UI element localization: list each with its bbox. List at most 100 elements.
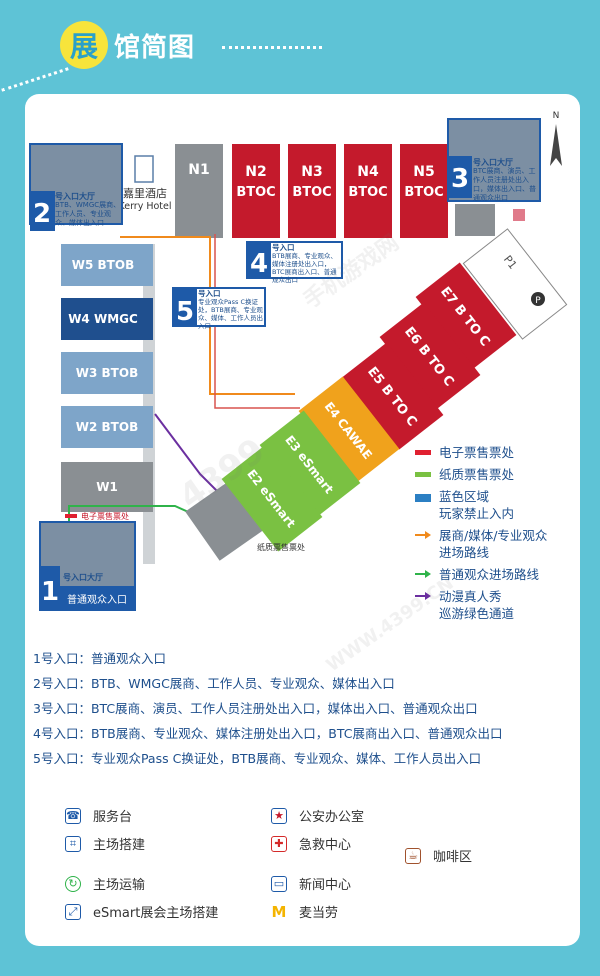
west-halls: W5 BTOB W4 WMGC W3 BTOB W2 BTOB W1 [61, 244, 153, 512]
hall-n2-label: N2 [245, 164, 266, 180]
compass: N [550, 111, 562, 166]
entrance-list-item: 1号入口：普通观众入口 [33, 651, 166, 666]
entrance-4-desc: BTB展商、专业观众、媒体注册处出入口，BTC展商出入口、普通观众出口 [272, 252, 337, 284]
entrance-list-item: 5号入口：专业观众Pass C换证处，BTB展商、专业观众、媒体、工作人员出入口 [33, 751, 482, 766]
facility-label: 新闻中心 [299, 878, 352, 893]
facility-legend: ☎服务台 ★公安办公室 ⌗主场搭建 ✚急救中心 ☕咖啡区 ↻主场运输 ▭新闻中心… [25, 794, 580, 944]
entrance-list-item: 2号入口：BTB、WMGC展商、工作人员、专业观众、媒体出入口 [33, 676, 395, 691]
e-ticket-marker [65, 514, 77, 518]
hall-n5-sub: BTOC [404, 185, 443, 200]
legend-paper-ticket-text: 纸质票售票处 [439, 467, 515, 482]
parking-area [462, 228, 568, 340]
west-corridor [143, 244, 155, 564]
hall-w2[interactable] [61, 406, 153, 448]
legend-blue-zone-text: 蓝色区域 玩家禁止入内 [439, 489, 515, 521]
parking-sign [513, 209, 525, 221]
entrance-2-box[interactable]: 2 [29, 143, 123, 231]
hotel-name-en: Kerry Hotel [118, 201, 171, 212]
entrance-4-number-bg [247, 242, 271, 278]
entrance-5-caption: 号入口 专业观众Pass C换证处，BTB展商、专业观众、媒体、工作人员出入口 [198, 290, 264, 331]
legend-visitor-route-text: 普通观众进场路线 [439, 567, 540, 582]
entrance-3-lobby [455, 204, 495, 236]
entrance-4-hall: 号入口 [272, 243, 295, 252]
legend-paper-ticket: 纸质票售票处 [415, 466, 580, 483]
compass-needle-icon [550, 124, 562, 166]
entrance-1-number: 1 [41, 577, 59, 607]
entrance-list-item: 3号入口：BTC展商、演员、工作人员注册处出入口，媒体出入口、普通观众出口 [33, 701, 478, 716]
entrance-5-number-bg [173, 288, 197, 326]
entrance-3-desc: BTC展商、演员、工作人员注册处出入口，媒体出入口、普通观众出口 [473, 167, 536, 202]
hall-e4[interactable] [298, 376, 400, 484]
hall-e6[interactable] [379, 302, 481, 410]
venue-build-icon: ⌗ [65, 835, 81, 852]
hall-w3[interactable] [61, 352, 153, 394]
facility-police: ★公安办公室 [271, 806, 364, 825]
green-swatch [415, 472, 431, 477]
facility-label: 主场运输 [93, 878, 146, 893]
press-center-icon: ▭ [271, 875, 287, 892]
entrance-3-box[interactable]: 3 [447, 118, 541, 202]
service-desk-icon: ☎ [65, 807, 81, 824]
hall-n3-sub: BTOC [292, 185, 331, 200]
entrance-3-number-bg [448, 156, 472, 198]
facility-label: 主场搭建 [93, 838, 146, 853]
hall-n1[interactable] [175, 144, 223, 238]
hall-w2-label: W2 BTOB [76, 420, 138, 434]
paper-ticket-note: 纸质票售票处 [257, 542, 305, 552]
entrance-2-caption: 号入口大厅 BTB、WMGC展商、工作人员、专业观众、媒体出入口 [55, 192, 121, 228]
legend-cosplay-route: 动漫真人秀 巡游绿色通道 [415, 588, 580, 622]
facility-label: 咖啡区 [433, 850, 473, 865]
entrance-1-number-bg [40, 566, 60, 610]
entrance-1-caption-bg [60, 586, 135, 610]
blue-swatch [415, 494, 431, 502]
cafe-icon: ☕ [405, 847, 421, 864]
entrance-4-box[interactable]: 4 [246, 241, 343, 279]
hall-w4-label: W4 WMGC [68, 312, 138, 326]
entrance-5-number: 5 [176, 297, 194, 327]
legend-visitor-route: 普通观众进场路线 [415, 566, 580, 583]
entrance-5-box[interactable]: 5 [172, 287, 266, 327]
entrance-2-hall: 号入口大厅 [55, 192, 95, 201]
hall-e5[interactable] [342, 342, 444, 450]
facility-label: 急救中心 [299, 838, 352, 853]
facility-press: ▭ 新闻中心 [271, 874, 351, 893]
esmart-build-icon: ⤢ [65, 903, 81, 920]
entrance-4-caption: 号入口 BTB展商、专业观众、媒体注册处出入口，BTC展商出入口、普通观众出口 [272, 243, 340, 285]
hall-w5[interactable] [61, 244, 153, 286]
hall-n4-sub: BTOC [348, 185, 387, 200]
compass-n: N [553, 111, 560, 121]
facility-label: 麦当劳 [299, 906, 339, 921]
title-dots-right [222, 46, 322, 49]
hall-e2[interactable] [221, 444, 323, 552]
hall-n4-label: N4 [357, 164, 379, 180]
parking-icon [531, 292, 545, 306]
north-halls: N2 BTOC N3 BTOC N4 BTOC N5 BTOC [232, 144, 448, 238]
hall-n5[interactable] [400, 144, 448, 238]
legend-exhibitor-route-text: 展商/媒体/专业观众 进场路线 [439, 528, 548, 560]
entrance-3-number: 3 [451, 164, 469, 194]
page-title: 展 馆简图 [60, 18, 195, 72]
legend-e-ticket: 电子票售票处 [415, 444, 580, 461]
map-card: N1 N2 BTOC N3 BTOC N4 BTOC N5 BTOC 嘉里酒店 … [25, 94, 580, 946]
hall-w1-label: W1 [96, 480, 118, 494]
hall-w1[interactable] [61, 462, 153, 512]
hall-w4[interactable] [61, 298, 153, 340]
hall-n2-sub: BTOC [236, 185, 275, 200]
hall-n1-label: N1 [188, 162, 209, 178]
entrance-1-box[interactable]: 1 普通观众入口 [39, 521, 136, 611]
hall-e3[interactable] [259, 410, 361, 518]
hall-n4[interactable] [344, 144, 392, 238]
hall-n2[interactable] [232, 144, 280, 238]
police-office-icon: ★ [271, 807, 287, 824]
e-ticket-note: 电子票售票处 [81, 511, 129, 521]
orange-arrow-icon [415, 530, 431, 540]
facility-esmart-build: ⤢eSmart展会主场搭建 [65, 902, 218, 921]
title-rest: 馆简图 [114, 32, 196, 63]
entrance-3-caption: 号入口大厅 BTC展商、演员、工作人员注册处出入口，媒体出入口、普通观众出口 [473, 158, 539, 203]
east-halls: E7 B TO C E6 B TO C E5 B TO C E4 CAWAE E… [221, 262, 517, 552]
mcdonalds-icon: M [271, 902, 287, 921]
hall-e7[interactable] [415, 262, 517, 370]
parking-p1[interactable]: P1 [462, 228, 568, 340]
purple-arrow-icon [415, 591, 431, 601]
hall-n3[interactable] [288, 144, 336, 238]
